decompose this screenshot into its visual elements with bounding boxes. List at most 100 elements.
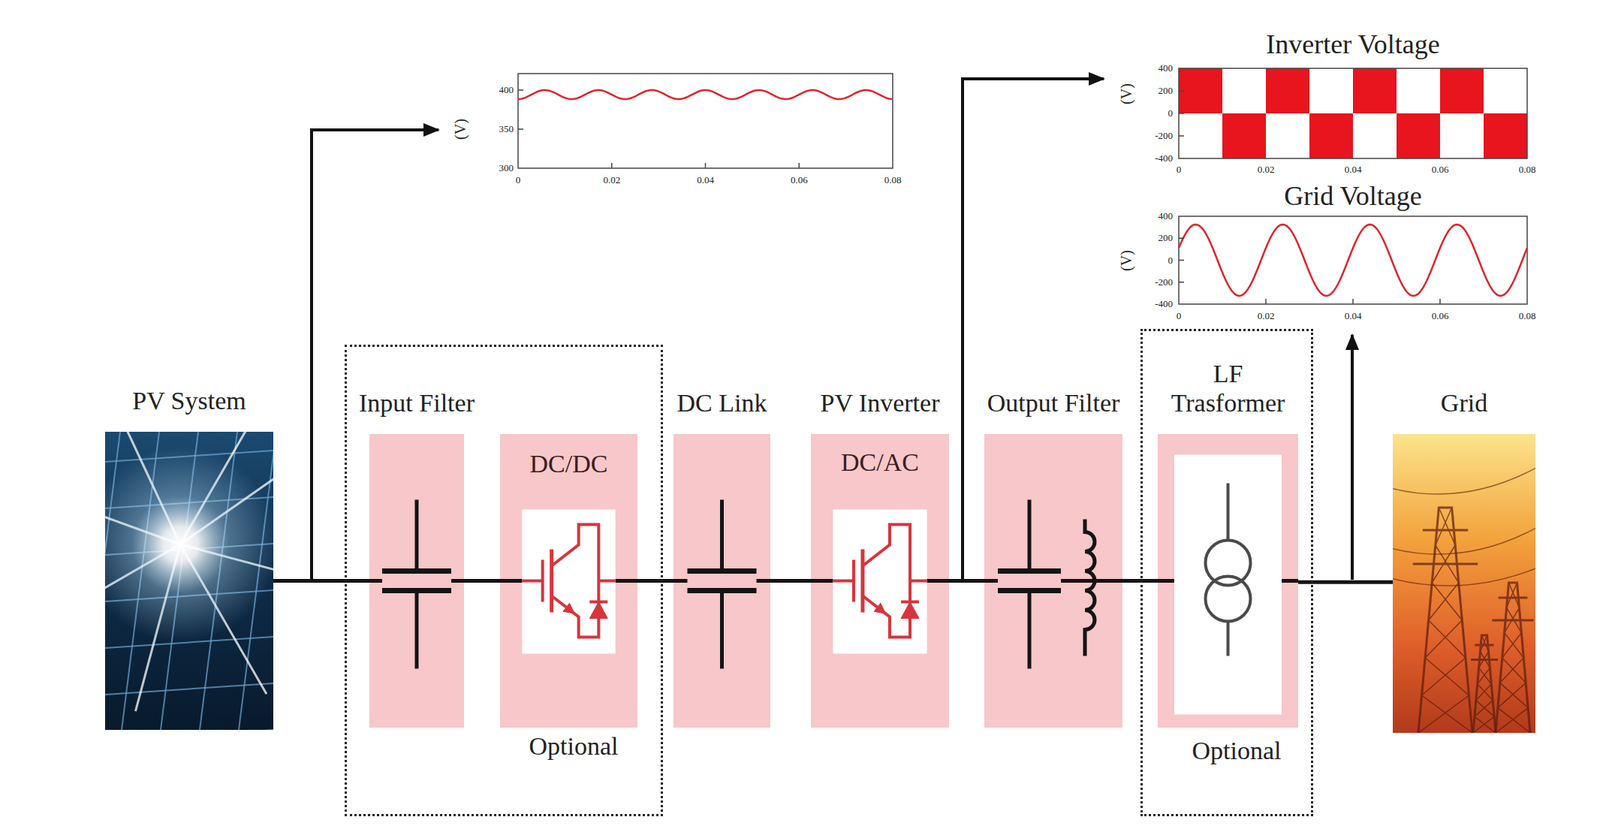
panel-cell-line: [105, 683, 274, 695]
pylon-brace: [1435, 507, 1453, 546]
tick-value: 200: [1158, 85, 1174, 97]
wire-connector: [464, 578, 501, 583]
inverter-block: PV InverterDC/AC: [810, 433, 950, 728]
tick-mark: [1178, 135, 1185, 137]
pv-array-image: PV System: [105, 431, 274, 730]
pylon-brace: [1495, 708, 1528, 733]
pylon-arm: [1413, 563, 1478, 566]
tick-value: 0: [1168, 108, 1174, 119]
tick-value: -400: [1154, 153, 1173, 164]
filter-block: Output Filter: [984, 433, 1123, 728]
wire: [1281, 578, 1299, 583]
pwm-block: [1440, 68, 1484, 114]
sun-glow: [105, 446, 274, 642]
tick-value: 400: [1158, 63, 1174, 74]
diode-bar: [589, 600, 608, 604]
power-line: [1392, 524, 1536, 555]
plot-frame: [1178, 68, 1528, 159]
dc-voltage-chart: [518, 73, 893, 169]
pylon-frame: [1418, 507, 1473, 733]
block-title: DC Link: [677, 388, 768, 418]
pylon-brace: [1497, 708, 1531, 733]
igbt-symbol: [551, 524, 600, 638]
pylon-brace: [1480, 635, 1488, 652]
wire: [927, 578, 950, 583]
tick-value: 0: [1168, 254, 1174, 266]
pylon-arm: [1422, 529, 1468, 532]
converter-block: DC/DC: [500, 433, 638, 728]
pwm-block: [1265, 68, 1310, 114]
pwm-block: [1178, 68, 1223, 114]
pylon-brace: [1428, 620, 1466, 658]
pylon-silhouette: [1470, 635, 1498, 733]
optional-group: OptionalInput FilterDC/DC: [344, 344, 663, 817]
tick-value: 0.08: [1518, 164, 1537, 175]
tick-mark: [1178, 238, 1185, 240]
inductor-symbol: [1084, 519, 1095, 657]
wire: [615, 578, 638, 583]
tick-value: 0: [1176, 310, 1182, 322]
chart-title: Inverter Voltage: [1265, 30, 1441, 61]
plot-frame: [1178, 216, 1528, 305]
igbt-symbol: [810, 433, 950, 728]
optional-note: Optional: [529, 731, 619, 761]
pylon-brace: [1428, 582, 1459, 621]
pylon-brace: [1477, 683, 1494, 701]
pylon-arm: [1498, 596, 1528, 600]
pylon-brace: [1477, 667, 1491, 684]
converter-label: DC/DC: [530, 448, 609, 479]
inverter-voltage-chart: [1178, 68, 1528, 159]
grid-voltage-chart: [1178, 216, 1528, 305]
igbt-symbol: [862, 524, 910, 638]
switch-panel: [521, 509, 615, 654]
wire-connector: [273, 578, 370, 583]
tick-mark: [1178, 112, 1185, 115]
pylon-brace: [1476, 700, 1495, 718]
tick-value: 0.06: [790, 174, 808, 186]
capacitor-lead: [415, 590, 419, 669]
pylon-frame: [1495, 582, 1531, 733]
pylon-brace: [1476, 683, 1492, 701]
optional-note: Optional: [1192, 735, 1282, 766]
pylon-brace: [1502, 632, 1522, 658]
wire-connector: [949, 578, 985, 583]
lc-symbol: [984, 433, 1123, 728]
diode-symbol: [589, 602, 608, 619]
power-line: [1392, 464, 1536, 495]
capacitor-lead: [1027, 500, 1032, 572]
tick-mark: [1178, 259, 1185, 262]
capacitor-lead: [1027, 590, 1032, 669]
block-title: PV Inverter: [820, 388, 941, 418]
tick-value: 0: [1176, 164, 1182, 175]
tick-value: 0.06: [1431, 310, 1450, 322]
pylon-brace: [1422, 657, 1466, 696]
tick-value: 0.02: [1257, 164, 1275, 175]
axis-unit: (V): [1117, 83, 1135, 105]
pylon-silhouette: [1491, 582, 1534, 733]
tick-value: -200: [1154, 130, 1173, 142]
tick-value: 300: [499, 162, 515, 174]
block-title: Grid: [1440, 388, 1488, 418]
dc-voltage-trace: [518, 90, 892, 100]
pylon-brace: [1425, 620, 1462, 658]
block-title: LF Trasformer: [1171, 358, 1286, 418]
block-title: PV System: [132, 385, 246, 416]
pv-symbol: [105, 431, 274, 730]
tick-value: 400: [1158, 210, 1174, 222]
tick-value: 0.04: [1344, 310, 1362, 322]
wire: [810, 578, 833, 583]
wire: [1060, 578, 1123, 583]
pylon-brace: [1497, 682, 1526, 708]
wire: [984, 578, 998, 583]
cap-symbol: [673, 433, 771, 728]
pylon-brace: [1508, 582, 1519, 608]
pylon-brace: [1473, 716, 1495, 733]
tick-value: 0.02: [1257, 310, 1275, 322]
tick-mark: [1178, 90, 1185, 92]
tick-value: -400: [1154, 298, 1173, 310]
dc-link-block: DC Link: [673, 433, 771, 728]
plot-frame: [518, 73, 893, 169]
gate-bar: [541, 560, 545, 603]
